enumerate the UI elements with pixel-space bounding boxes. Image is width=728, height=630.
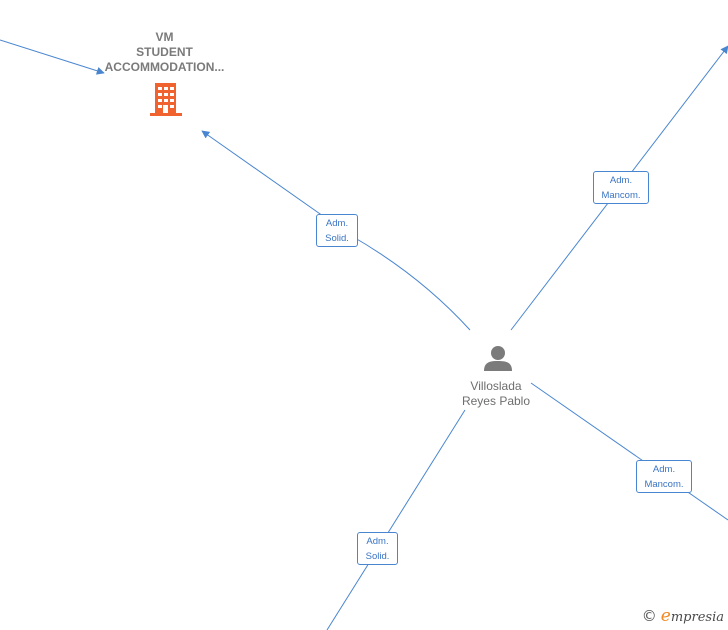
company-label-line: STUDENT [136, 45, 193, 59]
empresia-watermark: ©empresia [642, 606, 724, 626]
person-node-label[interactable]: Villoslada Reyes Pablo [436, 379, 556, 409]
edge-label-to-company[interactable]: Adm. Solid. [316, 214, 358, 247]
person-label-line: Villoslada [470, 379, 522, 393]
edge-label-line: Adm. [366, 536, 389, 547]
brand-initial: e [660, 606, 671, 626]
edge-label-to-top-right[interactable]: Adm. Mancom. [593, 171, 649, 204]
edge-label-to-bottom-right[interactable]: Adm. Mancom. [636, 460, 692, 493]
edge-label-line: Mancom. [601, 190, 641, 201]
building-icon[interactable] [150, 83, 182, 116]
edge-label-line: Mancom. [644, 479, 684, 490]
company-label-line: ACCOMMODATION... [104, 60, 225, 74]
company-label-line: VM [155, 30, 174, 44]
company-node-label[interactable]: VM STUDENT ACCOMMODATION... [92, 30, 237, 75]
edge-incoming-company [0, 39, 105, 75]
edge-person-bottom-right [530, 382, 728, 521]
edge-label-to-bottom[interactable]: Adm. Solid. [357, 532, 398, 565]
copyright-icon: © [641, 607, 657, 625]
edge-label-line: Adm. [652, 464, 676, 475]
edge-label-line: Solid. [365, 551, 390, 562]
edge-label-line: Solid. [325, 233, 349, 244]
edge-label-line: Adm. [609, 175, 633, 186]
edge-person-bottom [326, 409, 466, 630]
edge-label-line: Adm. [325, 218, 349, 229]
brand-name: mpresia [670, 610, 724, 625]
person-icon[interactable] [484, 346, 512, 371]
person-label-line: Reyes Pablo [461, 394, 531, 408]
